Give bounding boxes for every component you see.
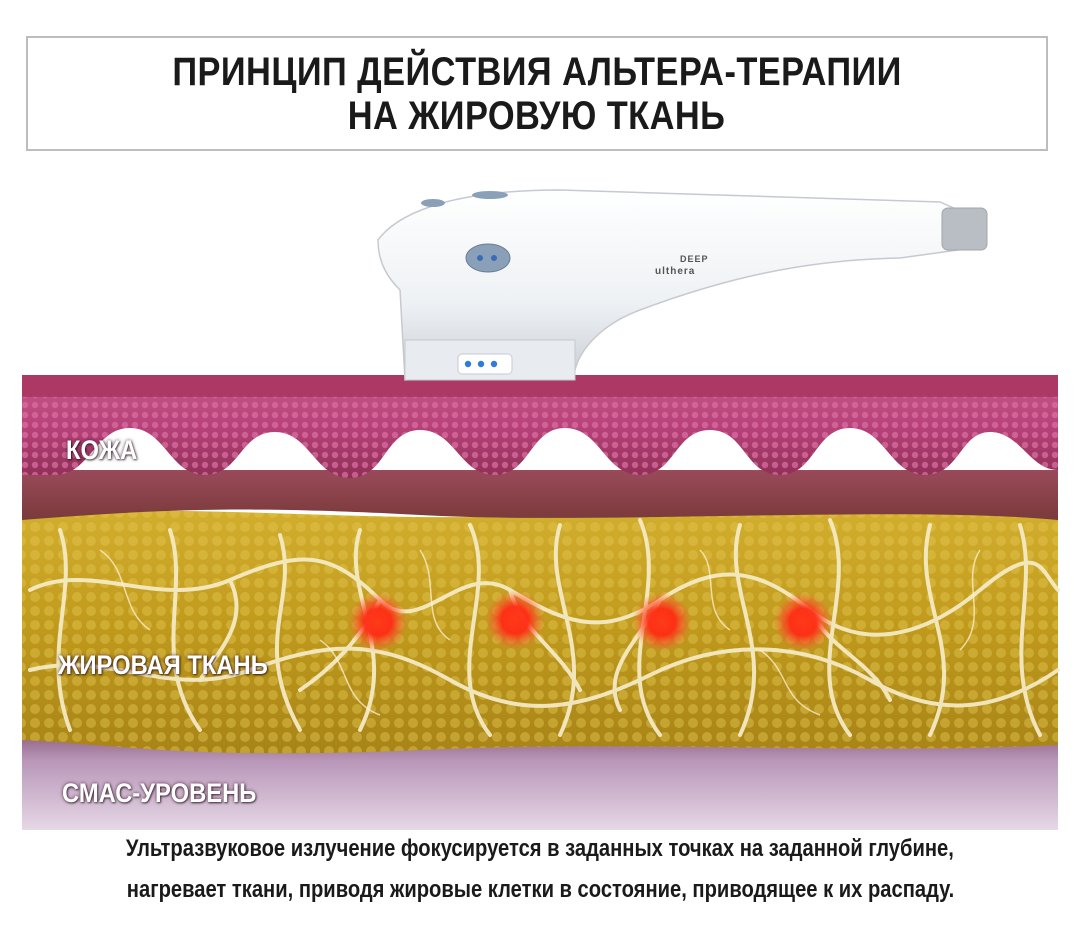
focus-point-1 <box>348 592 408 652</box>
label-skin: КОЖА <box>66 435 138 465</box>
handpiece-button <box>465 243 511 273</box>
focus-point-2 <box>485 590 545 650</box>
label-fat: ЖИРОВАЯ ТКАНЬ <box>58 650 268 680</box>
dermis-layer <box>22 470 1058 520</box>
label-smas: СМАС-УРОВЕНЬ <box>62 778 257 808</box>
focus-point-3 <box>632 592 692 652</box>
caption-line-1: Ультразвуковое излучение фокусируется в … <box>0 835 1080 863</box>
title-line-1: ПРИНЦИП ДЕЙСТВИЯ АЛЬТЕРА-ТЕРАПИИ <box>172 49 902 94</box>
focus-point-4 <box>773 592 833 652</box>
device-brand-label: ulthera <box>655 266 696 277</box>
device-model-label: DEEP <box>680 254 709 264</box>
title-line-2: НА ЖИРОВУЮ ТКАНЬ <box>348 93 726 138</box>
tissue-diagram: DEEP ulthera КОЖА ЖИРОВАЯ ТКАНЬ СМАС-УРО… <box>0 170 1080 830</box>
caption-line-2-text: нагревает ткани, приводя жировые клетки … <box>126 876 954 903</box>
caption-line-1-text: Ультразвуковое излучение фокусируется в … <box>125 835 954 862</box>
ultrasound-handpiece <box>377 189 988 381</box>
connective-fibers <box>28 518 1060 737</box>
tissue-illustration <box>22 189 1060 830</box>
title-box: ПРИНЦИП ДЕЙСТВИЯ АЛЬТЕРА-ТЕРАПИИ НА ЖИРО… <box>26 36 1048 151</box>
skin-cells-texture <box>22 395 1058 478</box>
caption-line-2: нагревает ткани, приводя жировые клетки … <box>0 876 1080 904</box>
fine-fibers <box>99 549 981 716</box>
handpiece-tip <box>941 207 988 251</box>
epidermis-surface <box>22 375 1058 397</box>
